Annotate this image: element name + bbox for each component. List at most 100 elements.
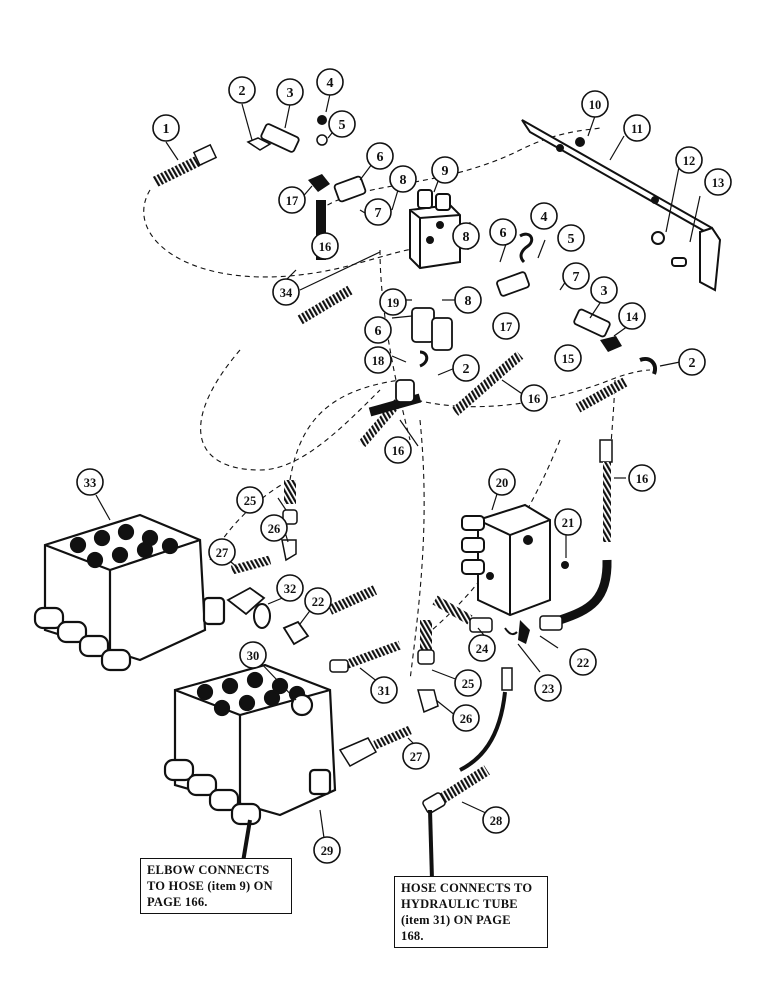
callout-circle xyxy=(554,508,582,536)
part-number-label: 21 xyxy=(562,516,575,530)
part-callout-6: 6 xyxy=(364,316,392,344)
part-callout-2: 2 xyxy=(678,348,706,376)
callout-circle xyxy=(628,464,656,492)
callout-circle xyxy=(557,224,585,252)
part-number-label: 2 xyxy=(463,362,470,377)
callout-circle xyxy=(364,316,392,344)
hose-16-left xyxy=(297,285,353,325)
part-number-label: 12 xyxy=(683,154,696,168)
hose-16-vertical xyxy=(558,439,613,625)
part-callout-18: 18 xyxy=(364,346,392,374)
clip-18 xyxy=(419,350,429,368)
callout-circle xyxy=(366,142,394,170)
hose-connection-note: HOSE CONNECTS TO HYDRAULIC TUBE (item 31… xyxy=(394,876,548,948)
part-callout-11: 11 xyxy=(623,114,651,142)
callout-circle xyxy=(678,348,706,376)
part-callout-32: 32 xyxy=(276,574,304,602)
part-callout-5: 5 xyxy=(328,110,356,138)
part-number-label: 4 xyxy=(541,210,548,225)
adapter-32 xyxy=(226,586,266,616)
callout-circle xyxy=(228,76,256,104)
callout-circle xyxy=(304,587,332,615)
part-number-label: 13 xyxy=(712,176,725,190)
hose-note-leader xyxy=(428,809,434,881)
part-callout-8: 8 xyxy=(454,286,482,314)
callout-circle xyxy=(379,288,407,316)
part-callout-12: 12 xyxy=(675,146,703,174)
callout-circle xyxy=(364,346,392,374)
callout-circle xyxy=(236,486,264,514)
valve-block-9 xyxy=(409,189,461,270)
part-callout-4: 4 xyxy=(530,202,558,230)
part-callout-17: 17 xyxy=(278,186,306,214)
elbow-22b xyxy=(282,620,310,646)
part-callout-26: 26 xyxy=(260,514,288,542)
part-callout-17: 17 xyxy=(492,312,520,340)
part-number-label: 26 xyxy=(268,522,281,536)
elbow-note-line-1: ELBOW CONNECTS xyxy=(147,863,270,877)
part-callout-3: 3 xyxy=(590,276,618,304)
part-callout-26: 26 xyxy=(452,704,480,732)
part-number-label: 8 xyxy=(465,294,472,309)
hose-28 xyxy=(422,667,513,814)
hose-note-line-2: HYDRAULIC TUBE xyxy=(401,897,518,911)
part-number-label: 7 xyxy=(573,270,580,285)
callout-circle xyxy=(402,742,430,770)
part-number-label: 27 xyxy=(216,546,229,560)
part-number-label: 6 xyxy=(375,324,382,339)
part-callout-2: 2 xyxy=(228,76,256,104)
part-callout-9: 9 xyxy=(431,156,459,184)
part-callout-13: 13 xyxy=(704,168,732,196)
callout-circle xyxy=(534,674,562,702)
callout-circle xyxy=(328,110,356,138)
part-callout-20: 20 xyxy=(488,468,516,496)
valve-block-20 xyxy=(461,503,551,617)
hose-16-right xyxy=(575,377,628,413)
part-callout-23: 23 xyxy=(534,674,562,702)
part-number-label: 26 xyxy=(460,712,473,726)
part-callout-8: 8 xyxy=(389,165,417,193)
callout-circle xyxy=(468,634,496,662)
part-number-label: 28 xyxy=(490,814,503,828)
elbow-note-line-3: PAGE 166. xyxy=(147,895,208,909)
callout-circle xyxy=(675,146,703,174)
callout-circle xyxy=(492,312,520,340)
part-callout-25: 25 xyxy=(454,669,482,697)
oring-23 xyxy=(504,627,518,636)
callout-circle xyxy=(76,468,104,496)
callout-circle xyxy=(590,276,618,304)
adapter-6 xyxy=(333,175,367,203)
adapter-3b xyxy=(573,308,611,338)
callout-circle xyxy=(569,648,597,676)
tee-fitting xyxy=(395,379,415,403)
hose-16-upper xyxy=(316,200,326,260)
part-number-label: 2 xyxy=(239,84,246,99)
part-number-label: 22 xyxy=(312,595,325,609)
part-callout-7: 7 xyxy=(562,262,590,290)
hose-22-upper xyxy=(327,585,378,615)
part-callout-4: 4 xyxy=(316,68,344,96)
part-number-label: 23 xyxy=(542,682,555,696)
part-number-label: 11 xyxy=(631,122,643,136)
callout-circle xyxy=(489,218,517,246)
elbow-26b xyxy=(417,689,439,714)
hose-24 xyxy=(432,595,473,625)
callout-circle xyxy=(554,344,582,372)
part-number-label: 10 xyxy=(589,98,602,112)
tube-27b xyxy=(373,725,412,750)
callout-circle xyxy=(239,641,267,669)
part-number-label: 16 xyxy=(528,392,541,406)
callout-circle xyxy=(530,202,558,230)
part-number-label: 33 xyxy=(84,476,97,490)
part-number-label: 25 xyxy=(244,494,257,508)
part-callout-6: 6 xyxy=(366,142,394,170)
part-number-label: 29 xyxy=(321,844,334,858)
hose-note-line-1: HOSE CONNECTS TO xyxy=(401,881,533,895)
part-callout-16: 16 xyxy=(520,384,548,412)
callout-circle xyxy=(311,232,339,260)
part-number-label: 24 xyxy=(476,642,489,656)
callout-circle xyxy=(618,302,646,330)
part-number-label: 3 xyxy=(601,284,608,299)
